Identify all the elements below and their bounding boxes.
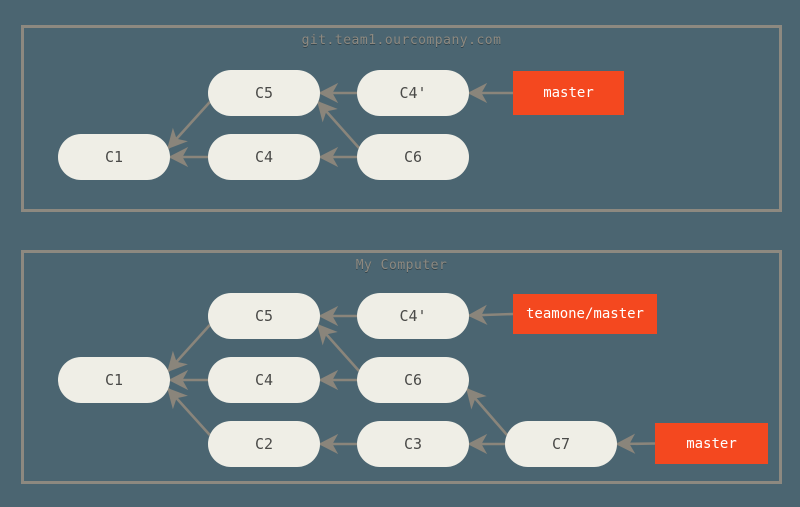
- commit-label: C4': [399, 307, 427, 325]
- branch-label-text: master: [543, 85, 594, 101]
- commit-node-c1: C1: [58, 357, 170, 403]
- commit-label: C1: [104, 148, 124, 166]
- panel-local: My Computer: [21, 250, 782, 484]
- commit-label: C1: [104, 371, 124, 389]
- panel-remote-title: git.team1.ourcompany.com: [301, 33, 502, 48]
- commit-node-c4: C4: [208, 357, 320, 403]
- commit-node-c7: C7: [505, 421, 617, 467]
- commit-node-c1: C1: [58, 134, 170, 180]
- commit-label: C6: [403, 148, 423, 166]
- commit-node-c6: C6: [357, 134, 469, 180]
- commit-label: C4: [254, 148, 274, 166]
- branch-label-text: master: [686, 435, 737, 452]
- commit-label: C7: [551, 435, 571, 453]
- commit-label: C4: [254, 371, 274, 389]
- branch-label-master: master: [655, 423, 768, 464]
- commit-label: C2: [254, 435, 274, 453]
- commit-node-c6: C6: [357, 357, 469, 403]
- commit-label: C4': [399, 84, 427, 102]
- commit-label: C5: [254, 307, 274, 325]
- commit-node-c4-prime: C4': [357, 70, 469, 116]
- commit-label: C3: [403, 435, 423, 453]
- commit-node-c4-prime: C4': [357, 293, 469, 339]
- commit-node-c2: C2: [208, 421, 320, 467]
- branch-label-master: master: [513, 71, 624, 115]
- commit-label: C6: [403, 371, 423, 389]
- commit-node-c4: C4: [208, 134, 320, 180]
- branch-label-teamone-master: teamone/master: [513, 294, 657, 334]
- branch-label-text: teamone/master: [525, 306, 644, 322]
- panel-local-title: My Computer: [355, 258, 448, 273]
- commit-label: C5: [254, 84, 274, 102]
- commit-node-c3: C3: [357, 421, 469, 467]
- commit-node-c5: C5: [208, 293, 320, 339]
- panel-remote: git.team1.ourcompany.com: [21, 25, 782, 212]
- commit-node-c5: C5: [208, 70, 320, 116]
